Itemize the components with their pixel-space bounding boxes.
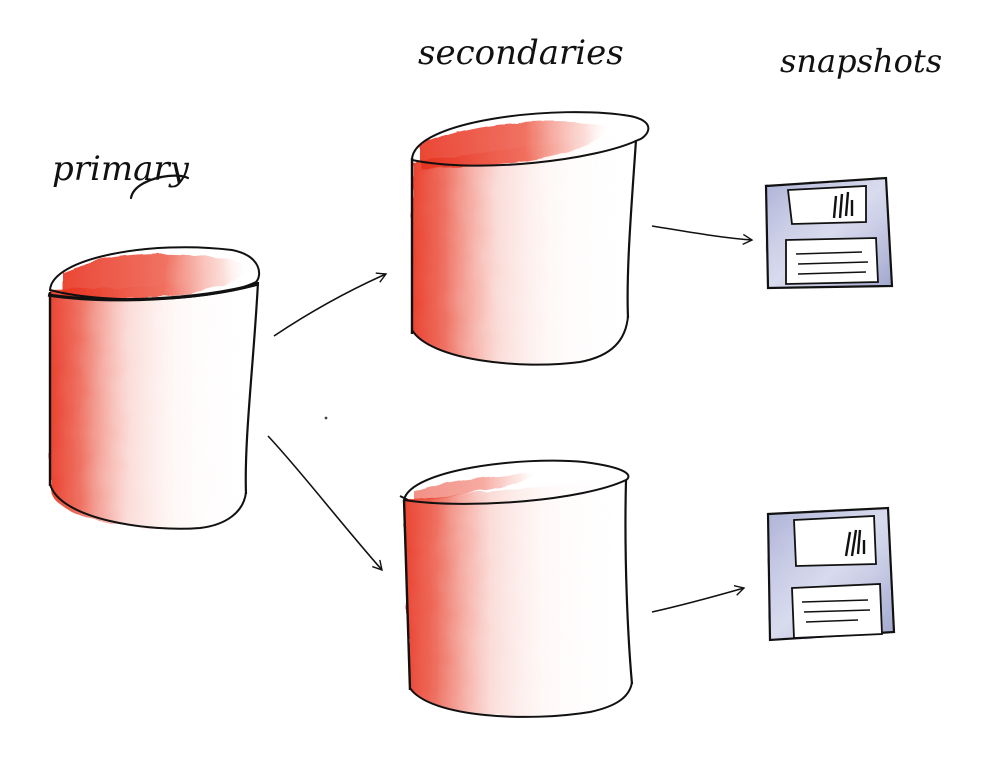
secondary-database-1-icon — [410, 111, 650, 366]
arrow-primary-to-secondary-2 — [267, 435, 383, 572]
arrow-secondary-2-to-snapshot-2 — [651, 584, 746, 613]
snapshot-floppy-1-icon — [764, 176, 894, 290]
snapshots-label: snapshots — [780, 42, 942, 80]
primary-label-swash — [129, 174, 190, 200]
ink-speck — [324, 416, 328, 420]
primary-label: primary — [52, 149, 190, 189]
secondaries-label: secondaries — [418, 33, 624, 73]
secondary-database-2-icon — [399, 459, 634, 718]
arrow-primary-to-secondary-1 — [273, 272, 388, 337]
primary-database-icon — [47, 246, 260, 530]
arrow-secondary-1-to-snapshot-1 — [651, 225, 754, 246]
snapshot-floppy-2-icon — [766, 506, 896, 642]
